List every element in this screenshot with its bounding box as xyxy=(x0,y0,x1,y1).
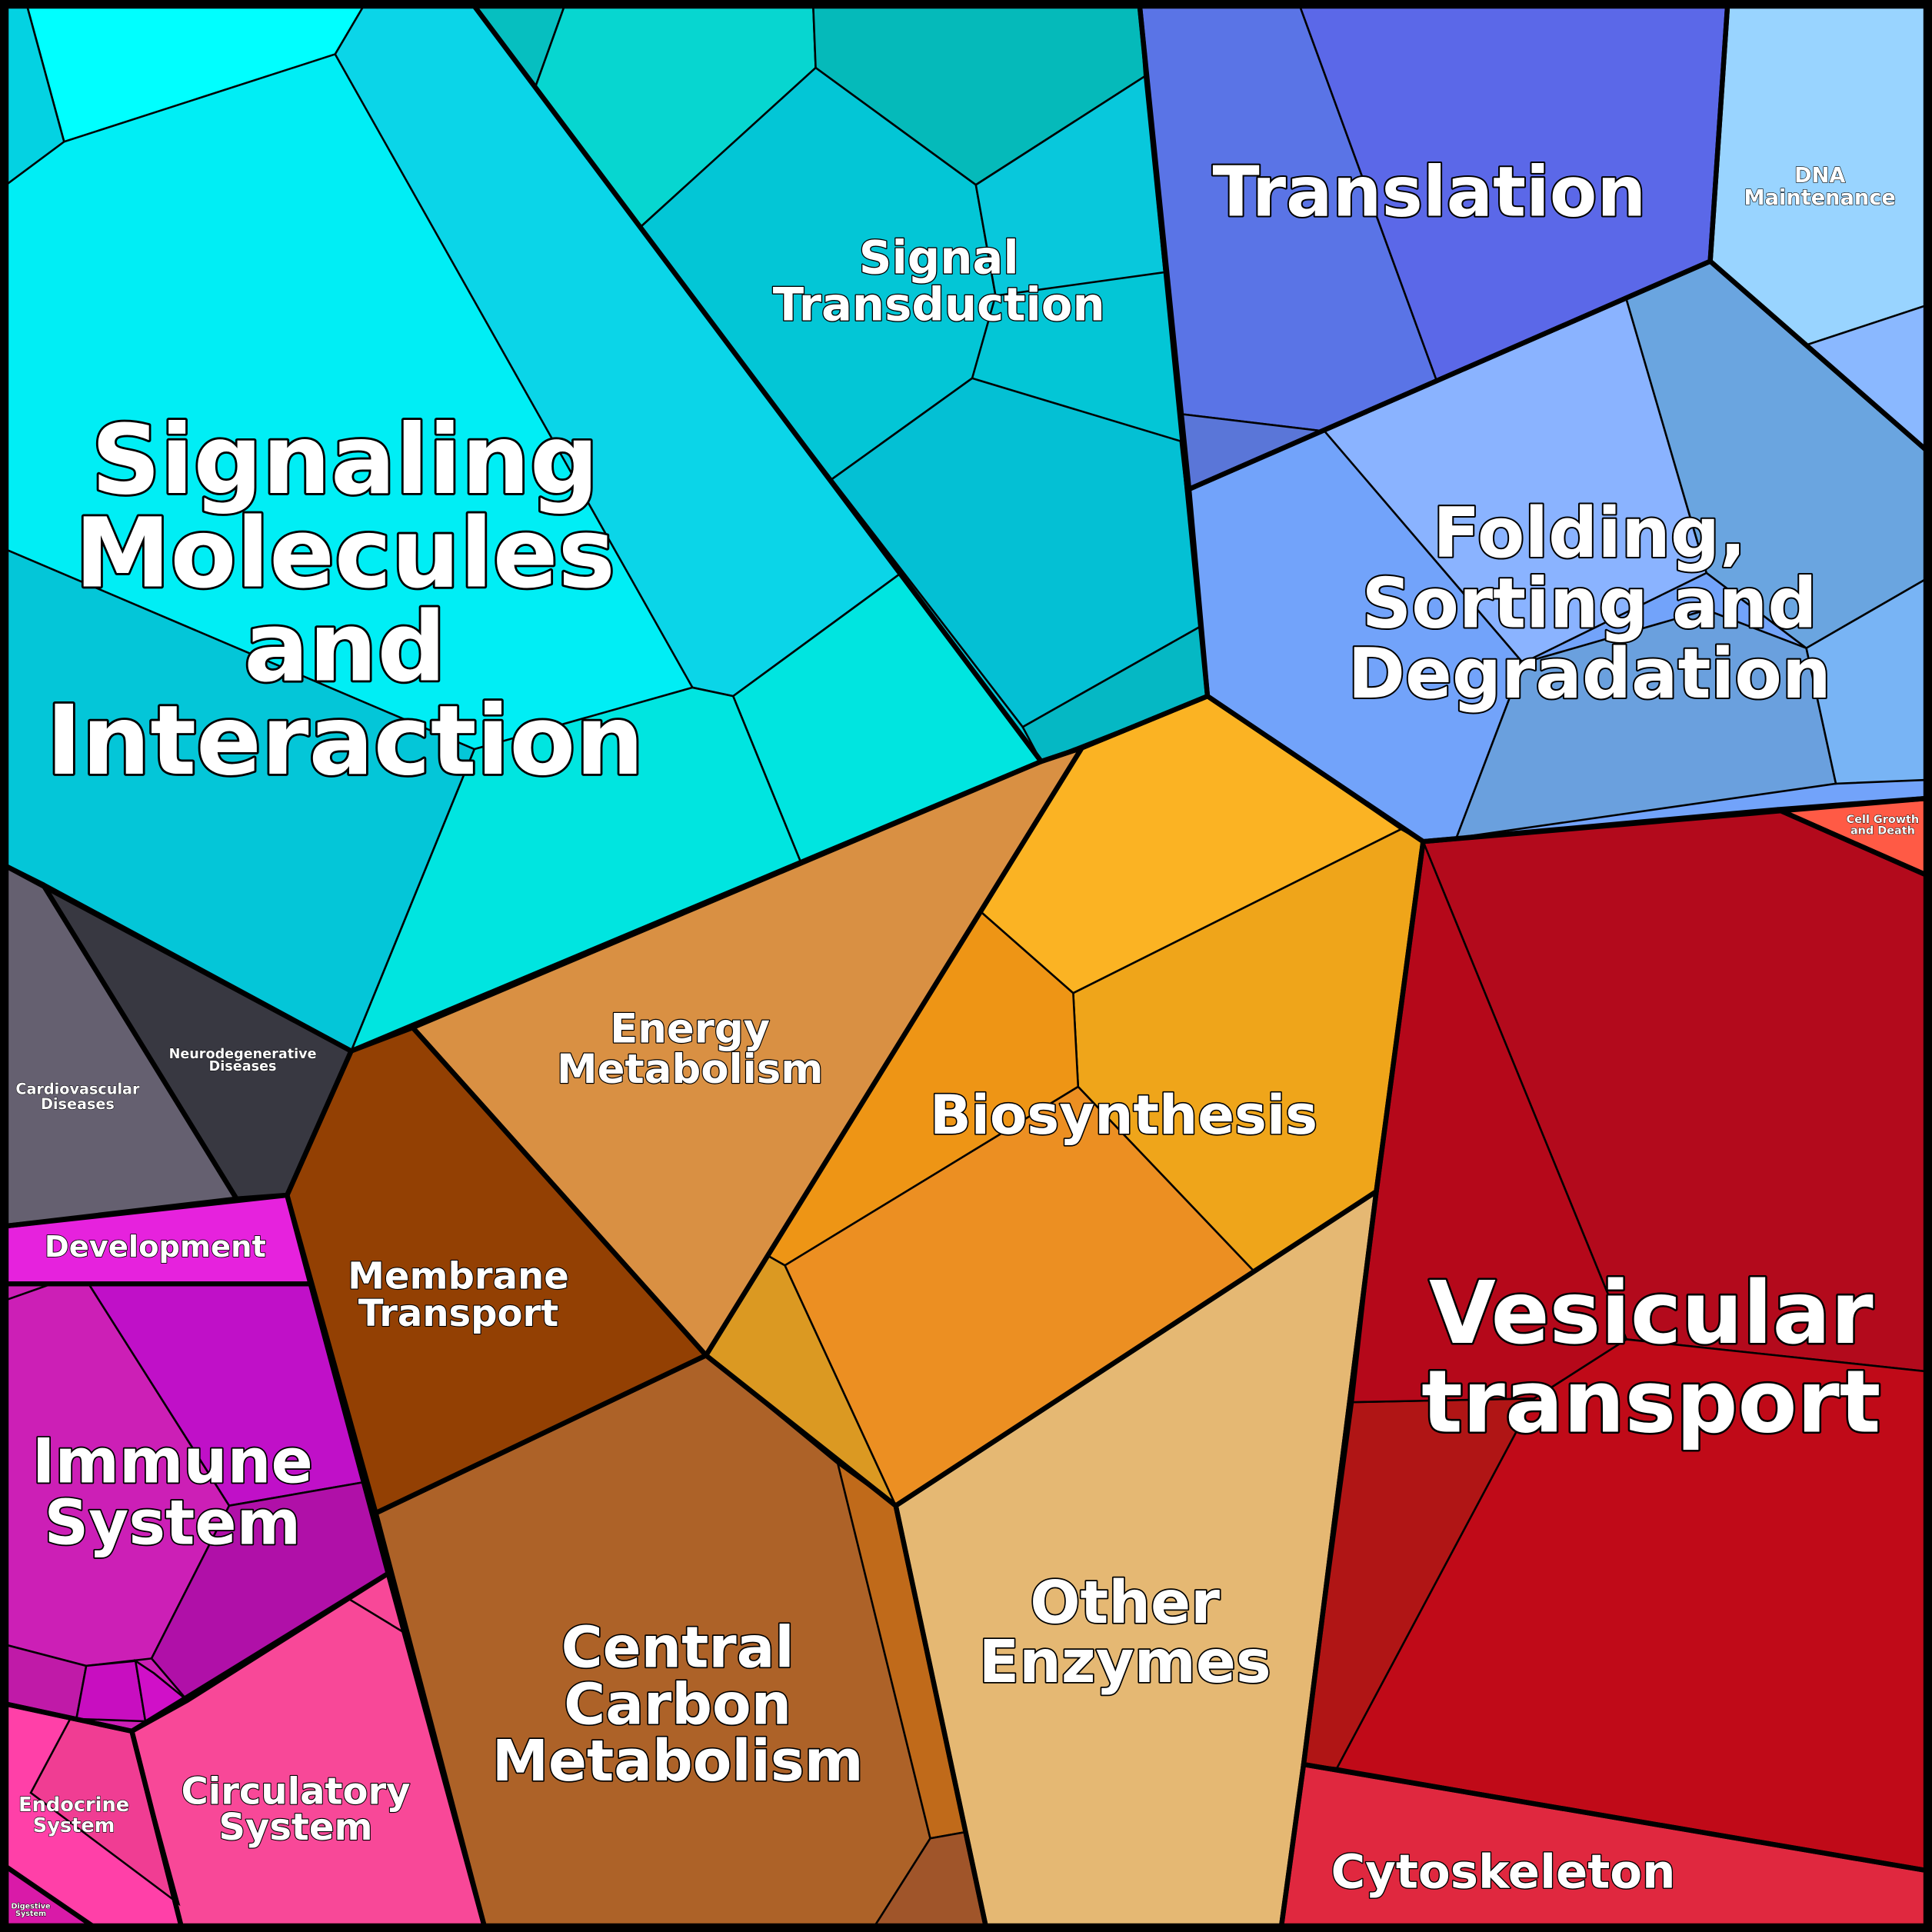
label-line: Membrane xyxy=(348,1255,569,1298)
label-line: System xyxy=(218,1806,372,1849)
label-line: Maintenance xyxy=(1744,186,1896,210)
label-line: System xyxy=(33,1814,115,1837)
label-biosynthesis: Biosynthesis xyxy=(930,1084,1317,1147)
label-line: Other xyxy=(1030,1569,1220,1637)
label-line: Transduction xyxy=(773,278,1105,331)
label-line: System xyxy=(15,1910,46,1918)
label-line: Interaction xyxy=(46,685,644,797)
label-line: DNA xyxy=(1794,164,1845,188)
label-line: Cardiovascular xyxy=(15,1081,140,1098)
label-line: Carbon xyxy=(564,1672,791,1737)
label-line: Sorting and xyxy=(1362,564,1817,644)
label-line: Neurodegenerative xyxy=(169,1047,317,1062)
label-line: Folding, xyxy=(1433,494,1746,574)
label-line: Diseases xyxy=(41,1095,115,1113)
label-line: Cell Growth xyxy=(1847,814,1920,826)
subcell[interactable] xyxy=(75,1660,147,1723)
label-line: Biosynthesis xyxy=(930,1084,1317,1147)
label-line: transport xyxy=(1421,1353,1880,1453)
label-line: Digestive xyxy=(12,1903,52,1911)
label-line: Signal xyxy=(859,232,1019,285)
label-line: and Death xyxy=(1850,825,1915,838)
label-line: and xyxy=(244,591,446,703)
label-line: Metabolism xyxy=(492,1729,864,1794)
label-line: Development xyxy=(45,1230,266,1264)
label-line: Signaling xyxy=(92,405,599,516)
region-border xyxy=(40,882,354,1201)
label-line: System xyxy=(44,1487,301,1558)
label-line: Circulatory xyxy=(181,1770,410,1813)
label-line: Endocrine xyxy=(18,1794,129,1817)
label-translation: Translation xyxy=(1212,152,1646,232)
label-cytoskeleton: Cytoskeleton xyxy=(1331,1844,1676,1899)
label-line: Molecules xyxy=(75,498,615,610)
label-line: Vesicular xyxy=(1429,1264,1874,1364)
label-line: Metabolism xyxy=(557,1046,823,1093)
label-line: Degradation xyxy=(1348,635,1831,715)
label-line: Transport xyxy=(358,1292,558,1335)
label-line: Energy xyxy=(610,1005,770,1052)
label-line: Immune xyxy=(32,1425,313,1497)
label-line: Diseases xyxy=(209,1059,277,1074)
label-line: Cytoskeleton xyxy=(1331,1844,1676,1899)
label-line: Enzymes xyxy=(979,1628,1271,1697)
label-line: Translation xyxy=(1212,152,1646,232)
label-development: Development xyxy=(45,1230,266,1264)
label-line: Central xyxy=(561,1616,794,1681)
